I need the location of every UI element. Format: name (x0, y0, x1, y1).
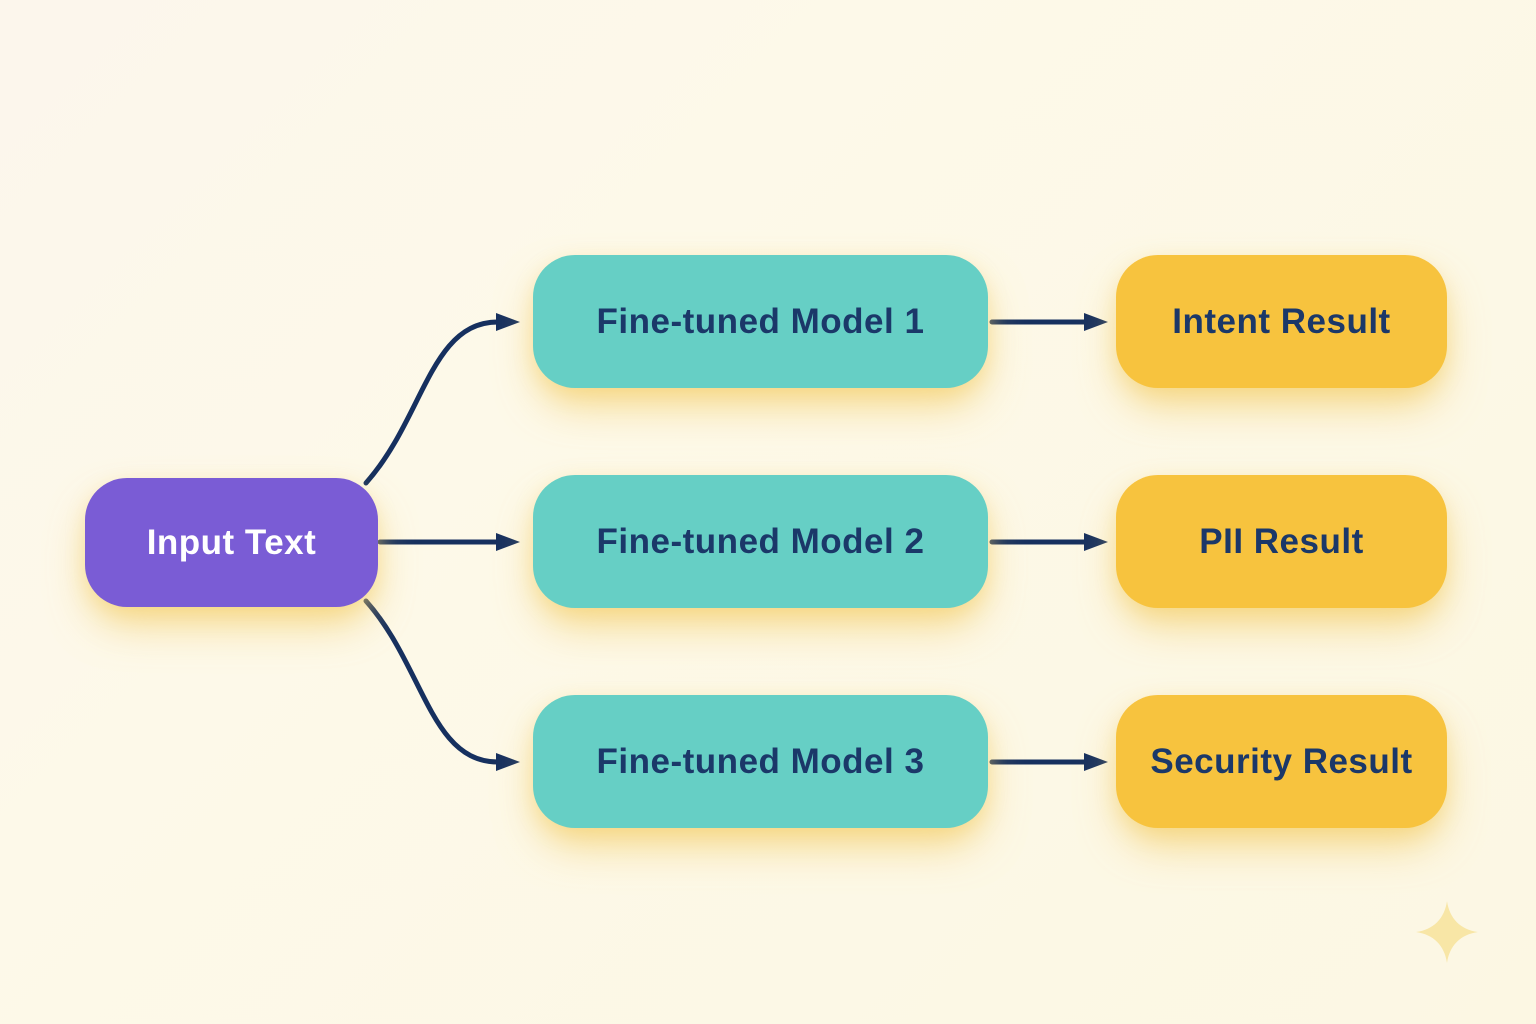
node-fine-tuned-model-3-label: Fine-tuned Model 3 (596, 741, 925, 781)
node-security-result: Security Result (1116, 695, 1447, 828)
node-fine-tuned-model-2: Fine-tuned Model 2 (533, 475, 988, 608)
node-input-text: Input Text (85, 478, 378, 607)
node-fine-tuned-model-1-label: Fine-tuned Model 1 (596, 301, 925, 341)
node-fine-tuned-model-1: Fine-tuned Model 1 (533, 255, 988, 388)
sparkle-icon (1416, 901, 1478, 963)
node-pii-result-label: PII Result (1199, 521, 1364, 561)
node-fine-tuned-model-3: Fine-tuned Model 3 (533, 695, 988, 828)
node-intent-result-label: Intent Result (1172, 301, 1391, 341)
node-fine-tuned-model-2-label: Fine-tuned Model 2 (596, 521, 925, 561)
node-pii-result: PII Result (1116, 475, 1447, 608)
arrow-input-to-model1 (363, 313, 520, 486)
node-input-text-label: Input Text (146, 522, 317, 562)
node-security-result-label: Security Result (1150, 741, 1413, 781)
arrow-input-to-model3 (363, 598, 520, 771)
node-intent-result: Intent Result (1116, 255, 1447, 388)
